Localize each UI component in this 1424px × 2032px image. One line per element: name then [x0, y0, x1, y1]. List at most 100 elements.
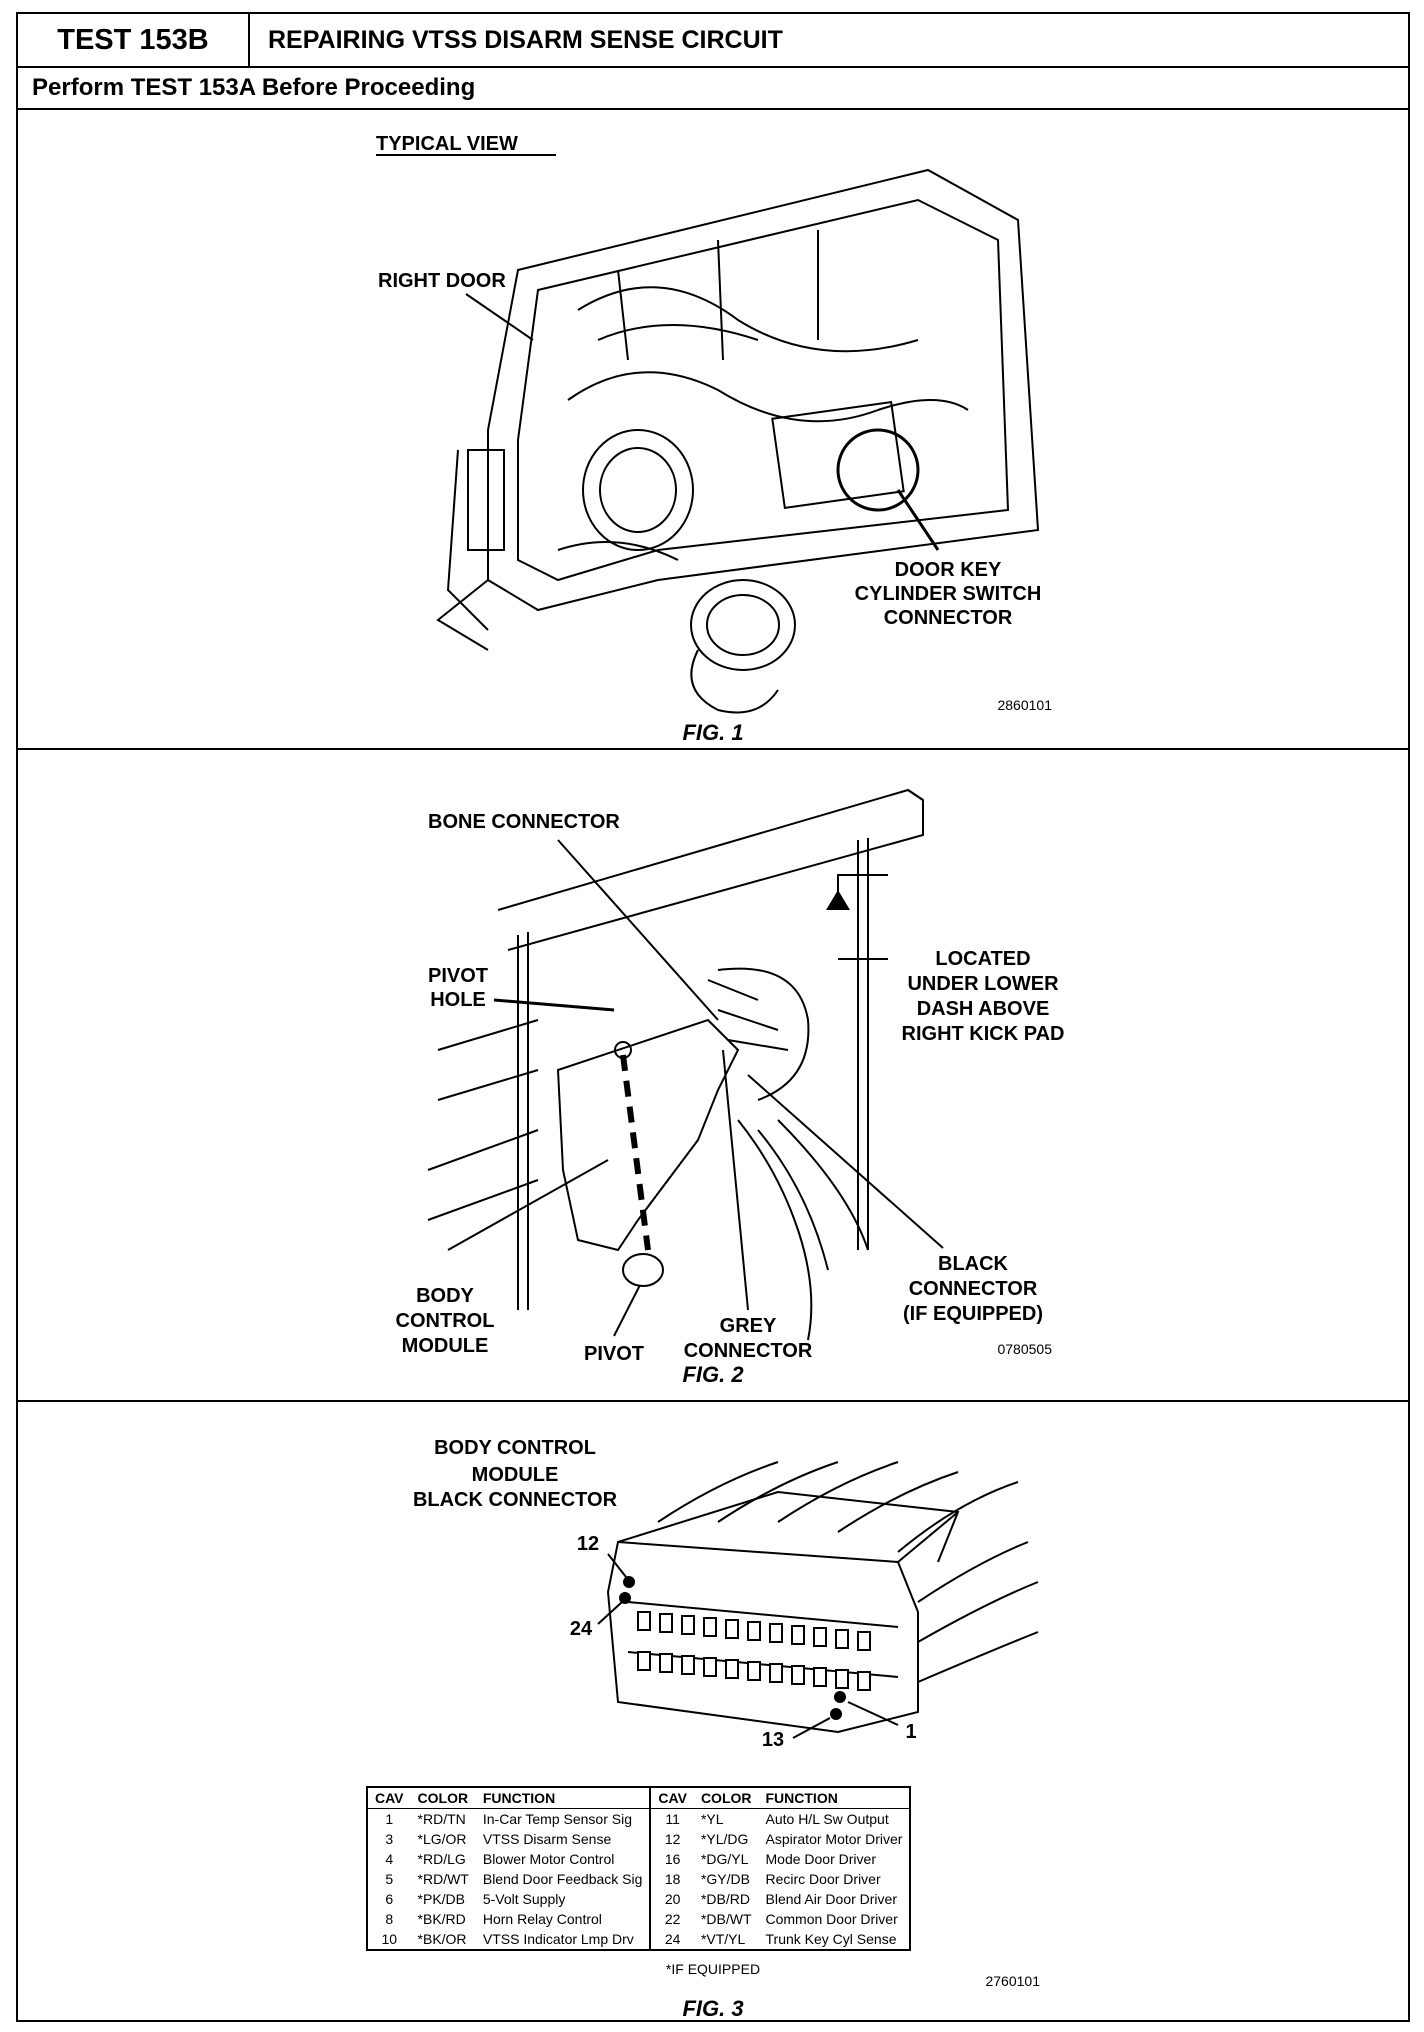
located-label-line3: DASH ABOVE — [917, 998, 1050, 1020]
pinout-table: CAV COLOR FUNCTION CAV COLOR FUNCTION 1 *… — [366, 1786, 912, 1951]
pivot-label: PIVOT — [584, 1343, 644, 1365]
figure-3-footer: *IF EQUIPPED 2760101 FIG. 3 — [666, 1961, 1040, 2020]
test-frame: TEST 153B REPAIRING VTSS DISARM SENSE CI… — [16, 12, 1410, 2022]
header-cav: CAV — [367, 1787, 411, 1809]
body-module-label-line1: BODY — [416, 1285, 474, 1307]
body-module-label-line3: MODULE — [402, 1335, 489, 1357]
pivot-hole-label-line2: HOLE — [430, 989, 486, 1011]
function-cell: In-Car Temp Sensor Sig — [482, 1811, 632, 1827]
cav-cell: 12 — [649, 1829, 694, 1849]
located-label-line1: LOCATED — [935, 948, 1030, 970]
cav-cell: 10 — [381, 1931, 398, 1947]
cavity-1-marker — [834, 1691, 846, 1703]
pivot-hole-label-line1: PIVOT — [428, 965, 488, 987]
pinout-header-row: CAV COLOR FUNCTION CAV COLOR FUNCTION — [367, 1787, 911, 1809]
connector-label-line1: DOOR KEY — [895, 559, 1002, 581]
color-cell: *RD/TN — [417, 1811, 466, 1827]
figure-3-panel: BODY CONTROL MODULE BLACK CONNECTOR 12 2 — [18, 1402, 1408, 2020]
color-cell: *YL/DG — [700, 1831, 749, 1847]
cav-cell: 20 — [649, 1889, 694, 1909]
black-connector-label-line2: CONNECTOR — [909, 1278, 1038, 1300]
function-cell: Trunk Key Cyl Sense — [765, 1931, 897, 1947]
function-cell: Mode Door Driver — [765, 1851, 876, 1867]
cavity-13-marker — [830, 1708, 842, 1720]
connector-leader — [896, 489, 940, 551]
pin-24-label: 24 — [570, 1618, 593, 1640]
connector-label-line3: CONNECTOR — [884, 607, 1013, 629]
color-cell: *PK/DB — [417, 1891, 465, 1907]
door-drawing — [436, 168, 1040, 714]
body-module-label-line2: CONTROL — [396, 1310, 495, 1332]
pivot-leader — [613, 1284, 641, 1337]
pivot-dashed-line — [620, 1054, 651, 1251]
figure-2-illustration: BONE CONNECTOR PIVOT HOLE LOCATED UNDER … — [396, 788, 1065, 1387]
test-id: TEST 153B — [18, 14, 250, 66]
figure-2-panel: BONE CONNECTOR PIVOT HOLE LOCATED UNDER … — [18, 750, 1408, 1402]
function-cell: VTSS Disarm Sense — [482, 1831, 612, 1847]
color-cell: *GY/DB — [700, 1871, 750, 1887]
table-row: 6 *PK/DB 5-Volt Supply 20 *DB/RD Blend Air Do… — [367, 1889, 910, 1909]
connector-label-line2: CYLINDER SWITCH — [855, 583, 1042, 605]
cav-cell: 16 — [649, 1849, 694, 1869]
location-arrowhead — [826, 890, 850, 910]
pin-1-label: 1 — [905, 1721, 916, 1743]
function-cell: VTSS Indicator Lmp Drv — [482, 1931, 634, 1947]
function-cell: Horn Relay Control — [482, 1911, 602, 1927]
pin-1-leader — [847, 1701, 899, 1726]
figure-1-panel: TYPICAL VIEW — [18, 110, 1408, 750]
right-door-leader — [465, 293, 534, 341]
body-module-leader — [447, 1159, 609, 1251]
cav-cell: 6 — [385, 1891, 394, 1907]
test-title: REPAIRING VTSS DISARM SENSE CIRCUIT — [268, 25, 783, 54]
cav-cell: 8 — [385, 1911, 394, 1927]
grey-connector-leader — [722, 1049, 749, 1311]
cav-cell: 1 — [385, 1811, 394, 1827]
function-cell: Recirc Door Driver — [765, 1871, 881, 1887]
color-cell: *RD/LG — [417, 1851, 466, 1867]
cav-cell: 5 — [385, 1871, 394, 1887]
function-cell: Aspirator Motor Driver — [765, 1831, 903, 1847]
figure-3-caption: FIG. 3 — [682, 1996, 743, 2020]
color-cell: *RD/WT — [417, 1871, 469, 1887]
function-cell: 5-Volt Supply — [482, 1891, 566, 1907]
header-bar: TEST 153B REPAIRING VTSS DISARM SENSE CI… — [18, 14, 1408, 68]
pin-12-label: 12 — [577, 1533, 599, 1555]
pin-12-leader — [607, 1553, 627, 1578]
located-label-line4: RIGHT KICK PAD — [902, 1023, 1065, 1045]
color-cell: *DG/YL — [700, 1851, 749, 1867]
table-row: 8 *BK/RD Horn Relay Control 22 *DB/WT Common … — [367, 1909, 910, 1929]
located-label-line2: UNDER LOWER — [907, 973, 1059, 995]
figure-1-caption: FIG. 1 — [682, 720, 743, 745]
color-cell: *LG/OR — [417, 1831, 467, 1847]
figure-1-illustration: TYPICAL VIEW — [376, 133, 1052, 745]
bone-connector-label: BONE CONNECTOR — [428, 811, 620, 833]
color-cell: *DB/RD — [700, 1891, 750, 1907]
cav-cell: 4 — [385, 1851, 394, 1867]
color-cell: *DB/WT — [700, 1911, 752, 1927]
grey-connector-label-line2: CONNECTOR — [684, 1340, 813, 1362]
pin-13-leader — [792, 1717, 831, 1739]
cav-cell: 3 — [385, 1831, 394, 1847]
cavity-24-marker — [619, 1592, 631, 1604]
pin-24-leader — [597, 1601, 623, 1625]
color-cell: *BK/RD — [417, 1911, 466, 1927]
header-function: FUNCTION — [475, 1787, 651, 1809]
color-cell: *BK/OR — [417, 1931, 467, 1947]
figure-2-code: 0780505 — [997, 1341, 1052, 1357]
function-cell: Common Door Driver — [765, 1911, 898, 1927]
table-row: 3 *LG/OR VTSS Disarm Sense 12 *YL/DG Aspirato… — [367, 1829, 910, 1849]
cav-cell: 11 — [649, 1808, 694, 1829]
cavity-12-marker — [623, 1576, 635, 1588]
header-color: COLOR — [410, 1787, 476, 1809]
cav-cell: 22 — [649, 1909, 694, 1929]
header-function-2: FUNCTION — [758, 1787, 911, 1809]
dash-drawing — [427, 788, 924, 1341]
connector-title-line1: BODY CONTROL — [434, 1437, 596, 1459]
figure-2-caption: FIG. 2 — [682, 1362, 744, 1387]
function-cell: Blend Air Door Driver — [765, 1891, 898, 1907]
color-cell: *YL — [700, 1811, 724, 1827]
